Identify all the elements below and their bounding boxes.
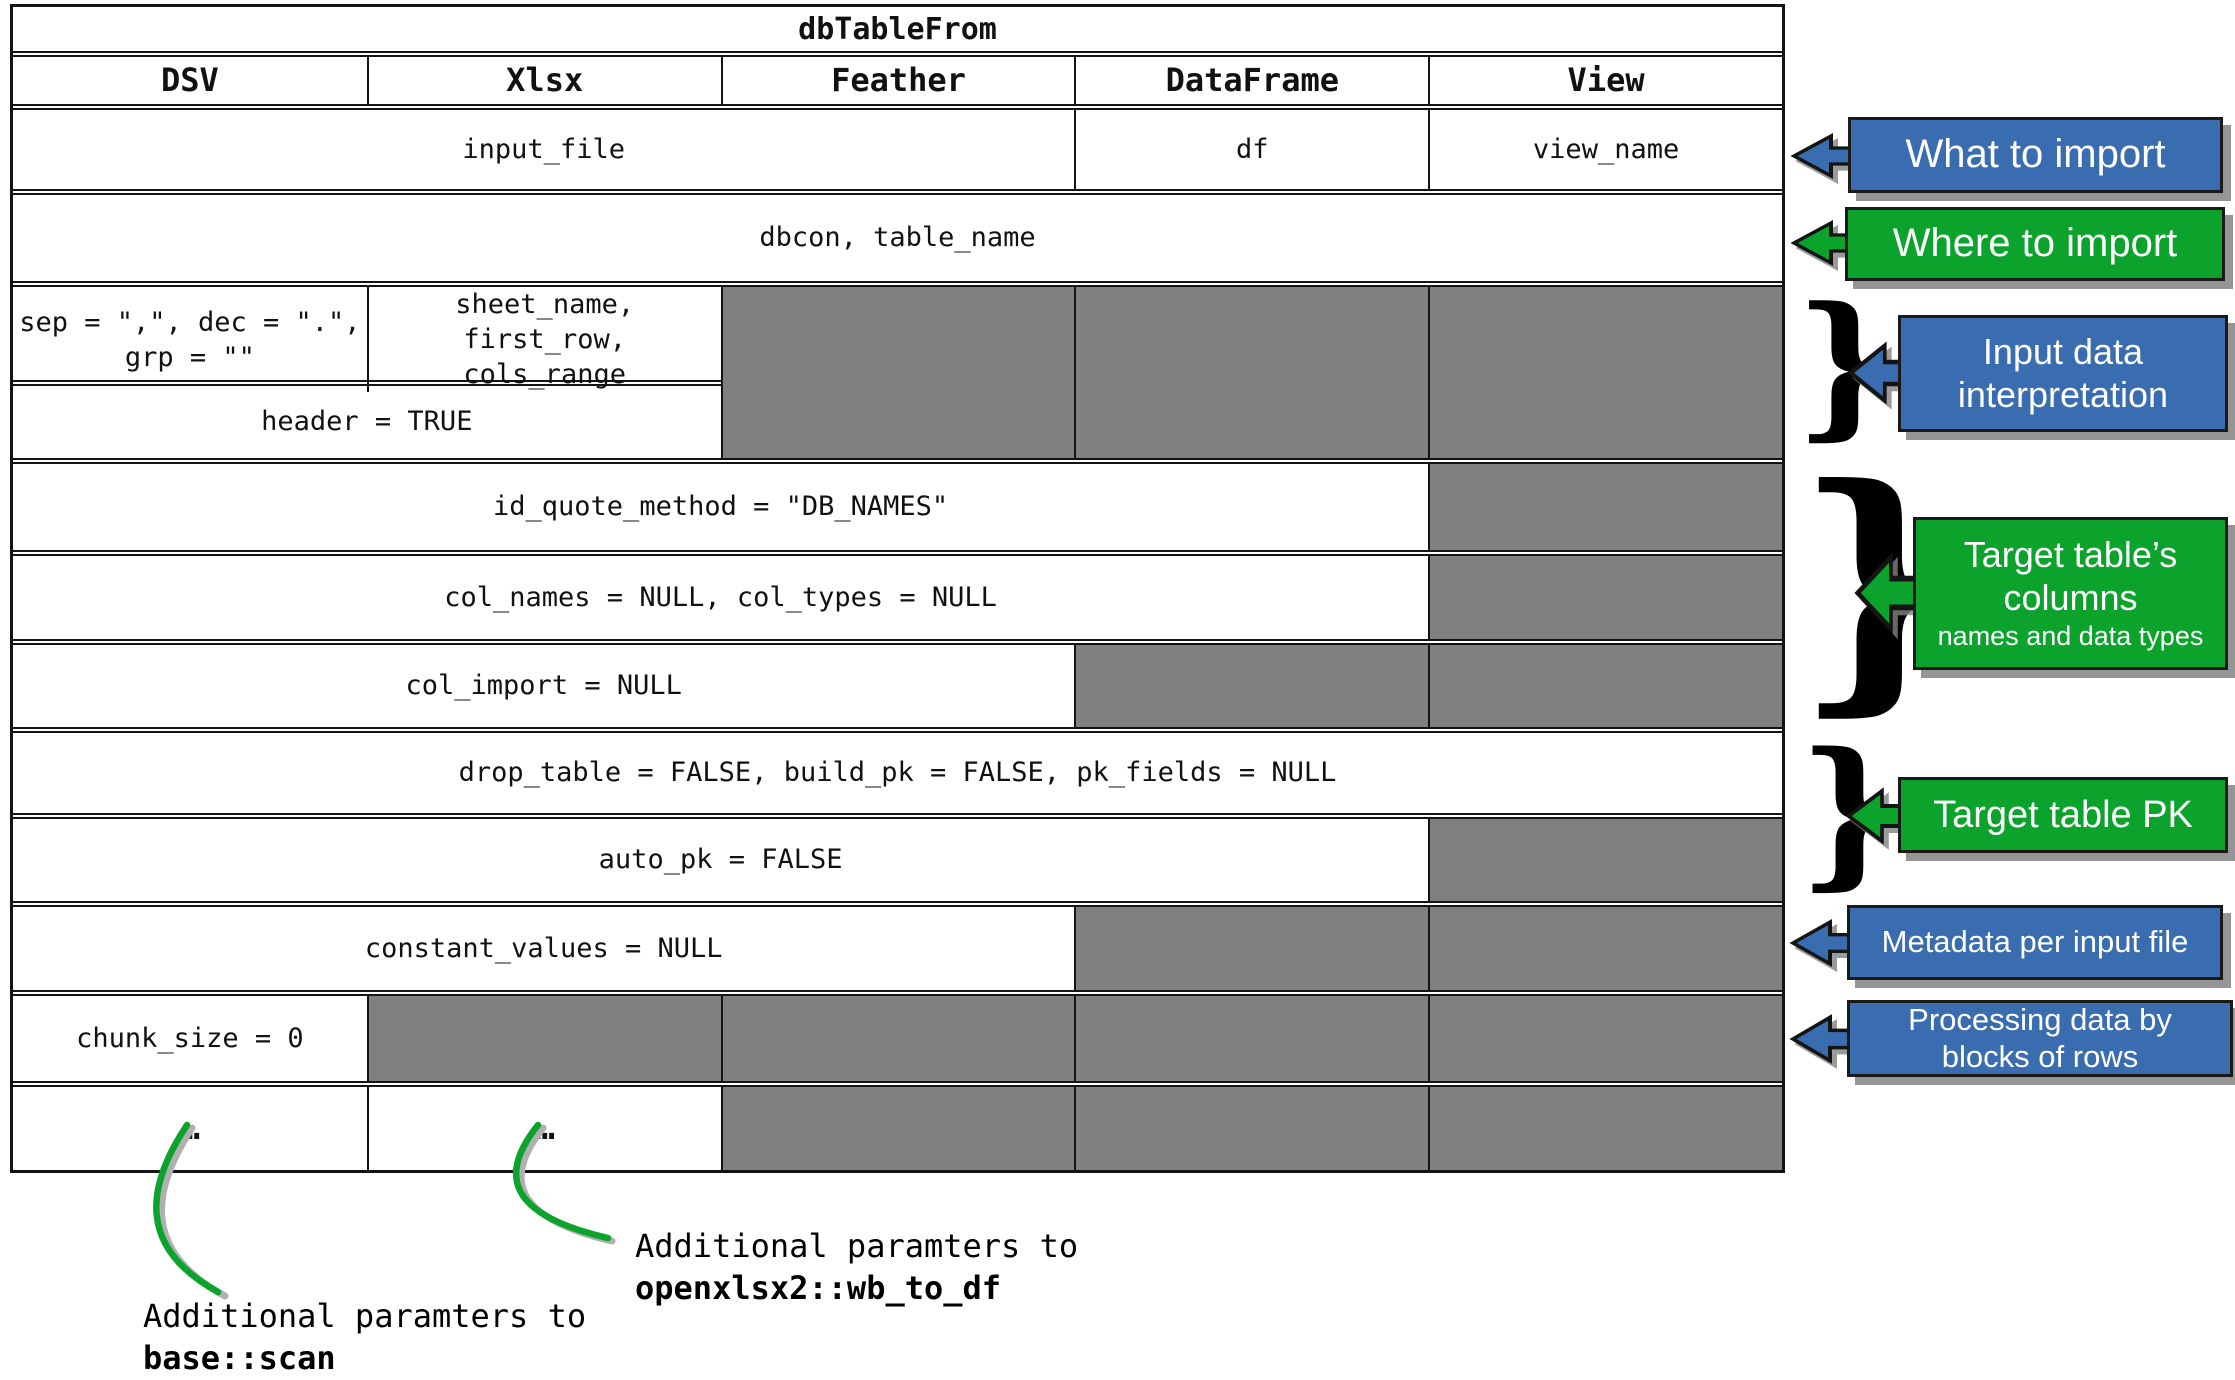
- empty-gray-cell: [1428, 386, 1782, 458]
- table-row: ……: [13, 1081, 1782, 1170]
- param-cell: col_import = NULL: [405, 670, 682, 702]
- empty-gray-cell: [366, 996, 721, 1081]
- annotation-base-scan: Additional paramters to base::scan: [143, 1296, 586, 1379]
- param-cell: id_quote_method = "DB_NAMES": [493, 491, 949, 523]
- empty-gray-cell: [720, 386, 1075, 458]
- table-row: constant_values = NULL: [13, 901, 1782, 990]
- empty-gray-cell: [1428, 996, 1782, 1081]
- empty-gray-cell: [1428, 556, 1782, 639]
- column-header: DataFrame: [1074, 57, 1428, 104]
- empty-gray-cell: [1428, 287, 1782, 393]
- empty-gray-cell: [1428, 464, 1782, 550]
- empty-gray-cell: [720, 1087, 1075, 1170]
- curved-arrow-icon: [512, 1121, 616, 1245]
- param-cell: constant_values = NULL: [364, 932, 723, 964]
- param-cell: input_file: [462, 133, 625, 165]
- param-cell: chunk_size = 0: [76, 1022, 304, 1054]
- param-cell: view_name: [1428, 110, 1782, 189]
- table-row: chunk_size = 0: [13, 990, 1782, 1081]
- callout-label: Target table’s columns: [1963, 534, 2178, 618]
- empty-gray-cell: [720, 996, 1075, 1081]
- table-row: sep = ",", dec = ".", grp = ""sheet_name…: [13, 281, 1782, 393]
- empty-gray-cell: [1428, 819, 1782, 901]
- table-row: col_names = NULL, col_types = NULL: [13, 550, 1782, 639]
- callout-processing-by-blocks: Processing data by blocks of rows: [1847, 1000, 2233, 1077]
- table-title-row: dbTableFrom: [13, 7, 1782, 51]
- empty-gray-cell: [1428, 1087, 1782, 1170]
- table-title: dbTableFrom: [798, 11, 997, 47]
- callout-label: Target table PK: [1933, 793, 2193, 836]
- annotation-line: Additional paramters to: [635, 1227, 1079, 1265]
- curved-arrow-icon: [153, 1121, 229, 1300]
- param-cell: df: [1074, 110, 1428, 189]
- callout-label: Metadata per input file: [1881, 924, 2189, 960]
- column-header: View: [1428, 57, 1782, 104]
- param-cell: drop_table = FALSE, build_pk = FALSE, pk…: [458, 757, 1337, 789]
- table-row: dbcon, table_name: [13, 189, 1782, 281]
- annotation-function-name: openxlsx2::wb_to_df: [635, 1268, 1002, 1307]
- callout-metadata-per-input-file: Metadata per input file: [1847, 905, 2223, 980]
- empty-gray-cell: [1074, 907, 1429, 990]
- empty-gray-cell: [1428, 907, 1782, 990]
- column-header: DSV: [161, 60, 219, 99]
- param-cell: sep = ",", dec = ".", grp = "": [19, 306, 361, 373]
- empty-gray-cell: [1428, 645, 1782, 727]
- column-header: Xlsx: [366, 57, 721, 104]
- empty-gray-cell: [720, 287, 1075, 393]
- annotation-function-name: base::scan: [143, 1338, 336, 1377]
- callout-what-to-import: What to import: [1848, 117, 2223, 193]
- callout-label: What to import: [1905, 132, 2166, 177]
- param-cell: header = TRUE: [261, 406, 473, 438]
- empty-gray-cell: [1074, 645, 1429, 727]
- callout-target-table-columns: Target table’s columns names and data ty…: [1913, 517, 2228, 670]
- param-cell: dbcon, table_name: [759, 222, 1036, 254]
- annotation-line: Additional paramters to: [143, 1297, 587, 1335]
- table-row: header = TRUE: [13, 380, 1782, 458]
- callout-where-to-import: Where to import: [1845, 207, 2225, 281]
- param-cell: auto_pk = FALSE: [598, 844, 843, 876]
- empty-gray-cell: [1074, 1087, 1429, 1170]
- annotation-openxlsx2: Additional paramters to openxlsx2::wb_to…: [635, 1226, 1078, 1309]
- table-row: col_import = NULL: [13, 639, 1782, 727]
- column-header: Feather: [720, 57, 1075, 104]
- callout-label: Processing data by blocks of rows: [1908, 1001, 2172, 1074]
- empty-gray-cell: [1074, 996, 1429, 1081]
- callout-sublabel: names and data types: [1937, 621, 2204, 652]
- param-cell: col_names = NULL, col_types = NULL: [444, 581, 997, 613]
- empty-gray-cell: [1074, 287, 1429, 393]
- callout-input-data-interpretation: Input data interpretation: [1898, 315, 2228, 432]
- param-cell: sheet_name, first_row, cols_range: [366, 287, 721, 393]
- table-row: auto_pk = FALSE: [13, 813, 1782, 901]
- table-row: drop_table = FALSE, build_pk = FALSE, pk…: [13, 727, 1782, 813]
- table-row: id_quote_method = "DB_NAMES": [13, 458, 1782, 550]
- callout-label: Input data interpretation: [1957, 331, 2169, 415]
- empty-gray-cell: [1074, 386, 1429, 458]
- callout-target-table-pk: Target table PK: [1898, 777, 2228, 853]
- callout-label: Where to import: [1892, 221, 2178, 266]
